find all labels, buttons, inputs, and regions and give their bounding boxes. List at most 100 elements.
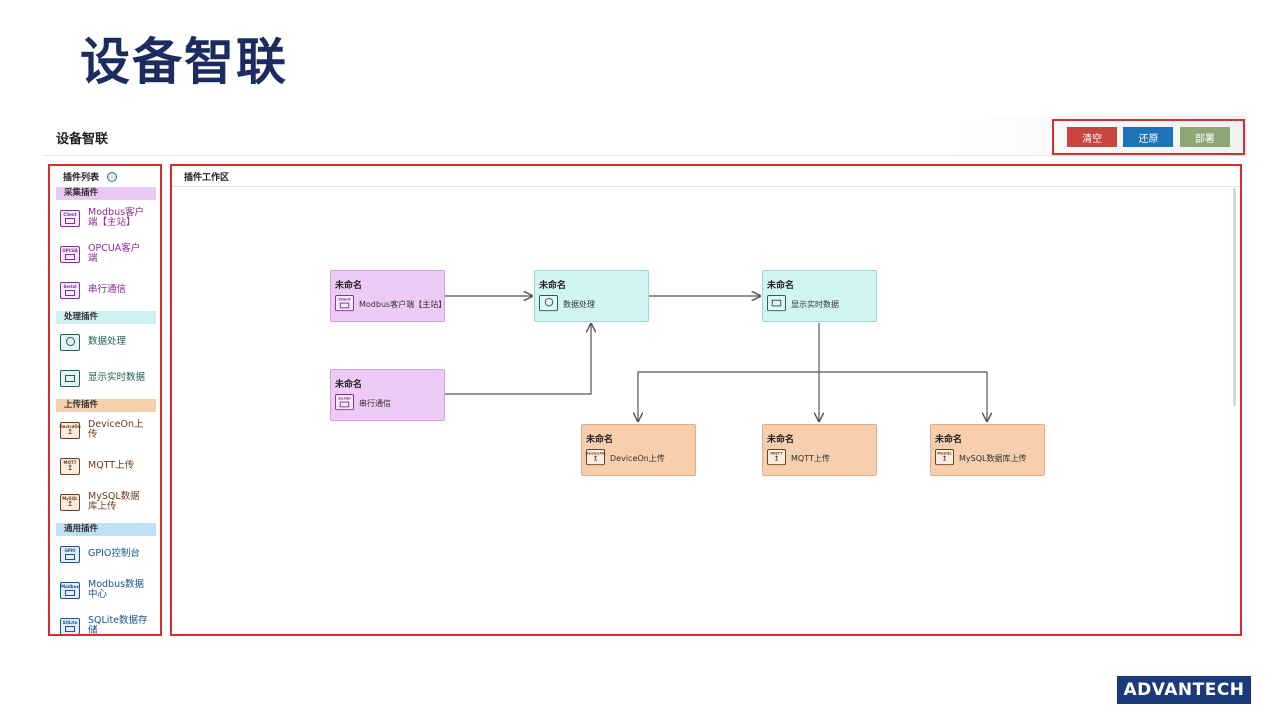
group-header-process[interactable]: 处理插件 <box>56 311 156 324</box>
icon-tag: Serial <box>338 395 351 401</box>
workspace-divider <box>172 186 1240 187</box>
realtime-display-icon <box>767 295 786 312</box>
icon-tag: MySQL <box>937 450 952 456</box>
restore-button[interactable]: 还原 <box>1123 127 1174 147</box>
node-title: 未命名 <box>935 435 963 445</box>
clear-button[interactable]: 清空 <box>1067 127 1118 147</box>
plugin-item-label: MySQL数据库上传 <box>88 491 140 512</box>
plugin-list-header: 插件列表 ⓘ <box>50 166 160 184</box>
workspace-scrollbar[interactable] <box>1233 188 1236 406</box>
plugin-workspace[interactable]: 插件工作区 未命名 Client Modbus客户端【主站】 <box>170 164 1242 636</box>
icon-tag: SQLite <box>62 619 78 625</box>
node-label: Modbus客户端【主站】 <box>359 300 447 309</box>
deviceon-upload-icon: DeviceOn↥ <box>59 421 81 439</box>
node-realtime-display[interactable]: 未命名 显示实时数据 <box>762 270 877 322</box>
node-label: 串行通信 <box>359 399 391 408</box>
node-mysql-upload[interactable]: 未命名 MySQL↥ MySQL数据库上传 <box>930 424 1045 476</box>
icon-tag: OPCUA <box>62 247 78 253</box>
plugin-item-label: MQTT上传 <box>88 460 135 471</box>
connection-display-to-deviceon <box>638 371 819 421</box>
plugin-item-label: Modbus数据中心 <box>88 579 145 600</box>
group-header-collect[interactable]: 采集插件 <box>56 187 156 200</box>
mysql-upload-icon: MySQL↥ <box>935 449 954 466</box>
sqlite-storage-icon: SQLite <box>60 617 80 634</box>
modbus-datacenter-icon: Modbus <box>60 581 80 599</box>
app-title: 设备智联 <box>56 132 109 147</box>
plugin-item-deviceon-upload[interactable]: DeviceOn↥ DeviceOn上传 <box>50 412 160 448</box>
node-modbus-client[interactable]: 未命名 Client Modbus客户端【主站】 <box>330 270 447 322</box>
node-serial[interactable]: 未命名 Serial 串行通信 <box>330 369 445 421</box>
plugin-item-opcua-client[interactable]: OPCUA OPCUA客户端 <box>50 236 160 272</box>
deviceon-upload-icon: DeviceOn↥ <box>585 449 606 466</box>
group-header-upload[interactable]: 上传插件 <box>56 399 156 412</box>
realtime-display-icon <box>60 369 80 387</box>
icon-tag: MQTT <box>770 450 783 456</box>
mqtt-upload-icon: MQTT↥ <box>60 457 80 475</box>
icon-tag: Client <box>63 211 77 217</box>
node-label: DeviceOn上传 <box>610 454 665 463</box>
data-process-icon <box>60 333 80 351</box>
gpio-icon: GPIO <box>60 545 80 563</box>
node-label: 显示实时数据 <box>791 300 839 309</box>
plugin-list-title: 插件列表 <box>63 173 100 183</box>
connection-display-to-mysql <box>819 371 987 421</box>
icon-tag: Serial <box>63 283 77 289</box>
icon-tag: DeviceOn <box>59 423 81 429</box>
node-title: 未命名 <box>767 281 795 291</box>
node-mqtt-upload[interactable]: 未命名 MQTT↥ MQTT上传 <box>762 424 877 476</box>
plugin-item-label: 数据处理 <box>88 336 127 347</box>
info-icon[interactable]: ⓘ <box>107 171 118 182</box>
data-process-icon <box>539 295 558 312</box>
plugin-item-realtime-display[interactable]: 显示实时数据 <box>50 360 160 396</box>
plugin-item-modbus-datacenter[interactable]: Modbus Modbus数据中心 <box>50 572 160 608</box>
serial-icon: Serial <box>60 281 80 299</box>
opcua-client-icon: OPCUA <box>60 245 80 263</box>
icon-tag: MQTT <box>63 459 77 465</box>
node-title: 未命名 <box>586 435 614 445</box>
action-button-group: 清空 还原 部署 <box>1052 119 1245 155</box>
node-title: 未命名 <box>335 281 363 291</box>
modbus-client-icon: Client <box>335 295 354 312</box>
node-deviceon-upload[interactable]: 未命名 DeviceOn↥ DeviceOn上传 <box>581 424 696 476</box>
plugin-item-label: OPCUA客户端 <box>88 243 141 264</box>
connection-serial-to-process <box>445 324 591 395</box>
modbus-client-icon: Client <box>60 209 80 227</box>
slide-title: 设备智联 <box>80 33 288 91</box>
icon-tag: MySQL <box>62 495 78 501</box>
node-title: 未命名 <box>539 281 567 291</box>
node-title: 未命名 <box>767 435 795 445</box>
icon-tag: GPIO <box>64 547 76 553</box>
serial-icon: Serial <box>335 394 354 411</box>
plugin-item-label: DeviceOn上传 <box>88 419 144 440</box>
plugin-item-data-process[interactable]: 数据处理 <box>50 324 160 360</box>
mysql-upload-icon: MySQL↥ <box>60 493 80 511</box>
icon-tag: Modbus <box>61 583 79 589</box>
mqtt-upload-icon: MQTT↥ <box>767 449 786 466</box>
workspace-title: 插件工作区 <box>184 173 230 183</box>
plugin-item-gpio[interactable]: GPIO GPIO控制台 <box>50 536 160 572</box>
plugin-list-panel: 插件列表 ⓘ 采集插件 Client Modbus客户端【主站】 OPCUA O… <box>48 164 162 636</box>
node-label: 数据处理 <box>563 300 595 309</box>
group-header-general[interactable]: 通用插件 <box>56 523 156 536</box>
plugin-item-label: Modbus客户端【主站】 <box>88 207 145 228</box>
plugin-item-label: GPIO控制台 <box>88 548 140 559</box>
plugin-item-modbus-client[interactable]: Client Modbus客户端【主站】 <box>50 200 160 236</box>
advantech-logo: ADVANTECH <box>1117 676 1251 704</box>
plugin-item-label: 串行通信 <box>88 284 127 295</box>
plugin-item-mysql-upload[interactable]: MySQL↥ MySQL数据库上传 <box>50 484 160 520</box>
deploy-button[interactable]: 部署 <box>1179 127 1230 147</box>
icon-tag: Client <box>338 296 351 302</box>
flow-connections <box>445 166 1240 634</box>
app-window: 设备智联 清空 还原 部署 插件列表 ⓘ 采集插件 Client Modbus客… <box>42 116 1247 638</box>
plugin-item-sqlite-storage[interactable]: SQLite SQLite数据存储 <box>50 608 160 636</box>
plugin-item-label: SQLite数据存储 <box>88 615 148 636</box>
node-data-process[interactable]: 未命名 数据处理 <box>534 270 649 322</box>
plugin-item-serial[interactable]: Serial 串行通信 <box>50 272 160 308</box>
icon-tag: DeviceOn <box>585 450 606 456</box>
app-header: 设备智联 清空 还原 部署 <box>42 116 1247 156</box>
plugin-item-mqtt-upload[interactable]: MQTT↥ MQTT上传 <box>50 448 160 484</box>
plugin-item-label: 显示实时数据 <box>88 372 146 383</box>
node-title: 未命名 <box>335 380 363 390</box>
node-label: MQTT上传 <box>791 454 830 463</box>
node-label: MySQL数据库上传 <box>959 454 1027 463</box>
